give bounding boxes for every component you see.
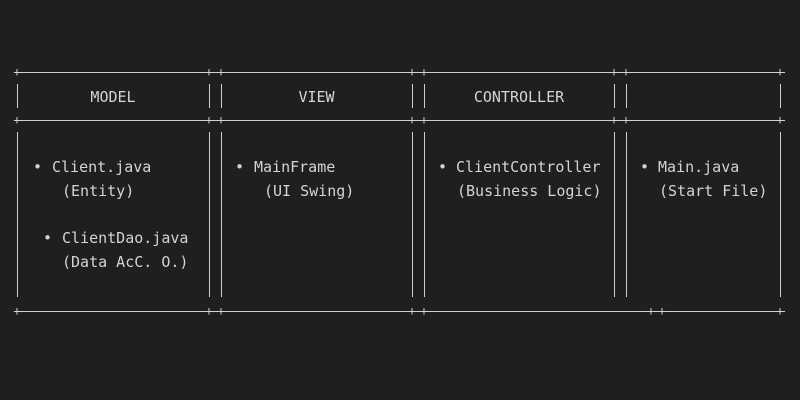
column-divider — [614, 132, 615, 297]
junction: + — [217, 65, 225, 79]
junction: + — [13, 113, 21, 127]
junction: + — [408, 65, 416, 79]
right-border — [780, 132, 781, 297]
junction: + — [420, 304, 428, 318]
junction: + — [622, 65, 630, 79]
clientcontroller-note: (Business Logic) — [457, 182, 602, 200]
junction: + — [205, 113, 213, 127]
junction: + — [420, 65, 428, 79]
junction: + — [658, 304, 666, 318]
junction: + — [776, 65, 784, 79]
junction: + — [217, 113, 225, 127]
right-border — [780, 84, 781, 108]
junction: + — [776, 304, 784, 318]
junction: + — [205, 304, 213, 318]
bullet-client: • — [33, 158, 43, 176]
client-java: Client.java — [52, 158, 152, 176]
header-separator — [15, 120, 785, 121]
mvc-ascii-diagram: + + + + + + + + + + + + + + + + + + + + … — [13, 63, 785, 323]
controller-header: CONTROLLER — [473, 88, 565, 106]
junction: + — [622, 113, 630, 127]
junction: + — [13, 304, 21, 318]
column-divider — [614, 84, 615, 108]
column-divider — [626, 132, 627, 297]
junction: + — [776, 113, 784, 127]
bullet-clientcontroller: • — [438, 158, 448, 176]
clientdao-java: ClientDao.java — [62, 229, 189, 247]
column-divider — [424, 84, 425, 108]
junction: + — [610, 113, 618, 127]
left-border — [17, 132, 18, 297]
column-divider — [221, 84, 222, 108]
column-divider — [424, 132, 425, 297]
left-border — [17, 84, 18, 108]
junction: + — [408, 113, 416, 127]
main-note: (Start File) — [659, 182, 768, 200]
bullet-mainframe: • — [235, 158, 245, 176]
bullet-clientdao: • — [43, 229, 53, 247]
junction: + — [13, 65, 21, 79]
column-divider — [209, 132, 210, 297]
junction: + — [217, 304, 225, 318]
junction: + — [647, 304, 655, 318]
clientcontroller: ClientController — [456, 158, 601, 176]
bullet-main: • — [640, 158, 650, 176]
junction: + — [408, 304, 416, 318]
column-divider — [209, 84, 210, 108]
clientdao-note: (Data AcC. O.) — [62, 253, 189, 271]
column-divider — [626, 84, 627, 108]
junction: + — [205, 65, 213, 79]
mainframe-note: (UI Swing) — [264, 182, 355, 200]
column-divider — [412, 84, 413, 108]
junction: + — [610, 65, 618, 79]
main-java: Main.java — [658, 158, 740, 176]
bottom-border — [15, 311, 785, 312]
column-divider — [221, 132, 222, 297]
view-header: VIEW — [298, 88, 335, 106]
mainframe: MainFrame — [254, 158, 336, 176]
top-border — [15, 72, 785, 73]
junction: + — [420, 113, 428, 127]
client-note: (Entity) — [62, 182, 135, 200]
column-divider — [412, 132, 413, 297]
model-header: MODEL — [90, 88, 136, 106]
